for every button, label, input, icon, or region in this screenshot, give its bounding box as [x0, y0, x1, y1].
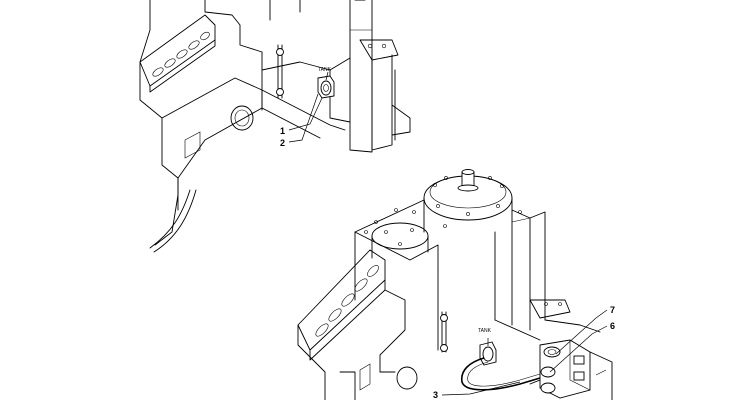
lower-assembly: [297, 169, 613, 400]
valve-slots-upper: [152, 31, 210, 77]
tank-label-lower: TANK: [478, 328, 492, 334]
callout-7: 7: [610, 305, 615, 315]
lower-callouts: TANK 7 6 3: [433, 305, 615, 400]
callout-2: 2: [280, 138, 285, 148]
callout-6: 6: [610, 321, 615, 331]
upper-assembly: [139, 0, 411, 253]
hydraulic-valve: [529, 339, 613, 400]
dome-bolts: [433, 176, 504, 216]
upper-callouts: 1 2 TANK: [280, 67, 332, 148]
valve-slots-lower: [315, 265, 379, 337]
callout-1: 1: [280, 126, 285, 136]
tank-label-upper: TANK: [318, 67, 332, 73]
callout-3: 3: [433, 390, 438, 400]
